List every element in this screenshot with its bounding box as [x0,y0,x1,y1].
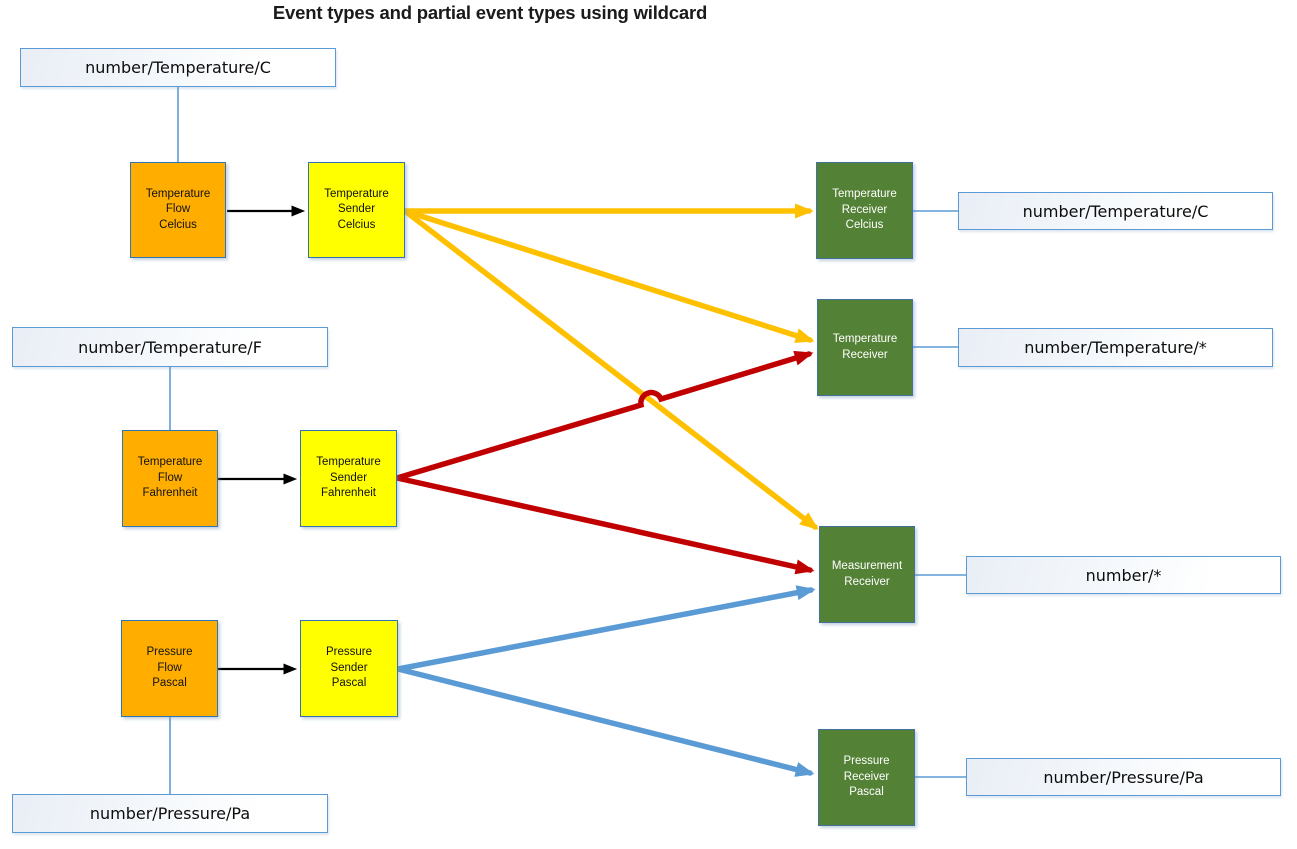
event-type-text: number/Temperature/C [1022,201,1209,221]
edge-sender-pascal-to-measurement-receiver [395,585,816,672]
node-label: Pressure Sender Pascal [325,646,373,690]
event-type-label-number-temperature-c-right: number/Temperature/C [958,192,1273,230]
edge-sender-celcius-to-temperature-receiver [402,208,815,343]
event-type-text: number/Temperature/C [85,58,271,77]
node-label: Temperature Receiver [832,332,898,361]
temperature-receiver-celcius-node: Temperature Receiver Celcius [816,162,913,259]
temperature-flow-fahrenheit-node: Temperature Flow Fahrenheit [122,430,218,527]
pressure-sender-pascal-node: Pressure Sender Pascal [300,620,398,717]
event-type-label-number-wildcard-right: number/* [966,556,1281,594]
edge-sender-fahrenheit-to-measurement-receiver [394,475,815,575]
event-type-label-number-pressure-pa-left: number/Pressure/Pa [12,794,328,833]
node-label: Pressure Receiver Pascal [843,755,890,799]
event-type-label-number-temperature-wildcard-right: number/Temperature/* [958,328,1273,367]
event-type-label-number-temperature-f-left: number/Temperature/F [12,327,328,367]
node-label: Temperature Flow Celcius [145,187,211,231]
edge-sender-fahrenheit-to-temperature-receiver [394,350,814,481]
edge-sender-celcius-to-measurement-receiver [402,208,819,530]
event-type-text: number/Pressure/Pa [1043,767,1204,787]
pressure-receiver-pascal-node: Pressure Receiver Pascal [818,729,915,826]
event-type-text: number/Temperature/* [1024,338,1207,357]
temperature-flow-celcius-node: Temperature Flow Celcius [130,162,226,258]
event-type-text: number/* [1085,565,1162,585]
node-label: Measurement Receiver [831,559,903,588]
node-label: Temperature Sender Fahrenheit [316,456,381,500]
temperature-receiver-node: Temperature Receiver [817,299,913,396]
temperature-sender-celcius-node: Temperature Sender Celcius [308,162,405,258]
event-type-label-number-pressure-pa-right: number/Pressure/Pa [966,758,1281,796]
measurement-receiver-node: Measurement Receiver [819,526,915,623]
node-label: Pressure Flow Pascal [146,646,193,690]
event-type-text: number/Pressure/Pa [89,804,251,823]
pressure-flow-pascal-node: Pressure Flow Pascal [121,620,218,717]
node-label: Temperature Receiver Celcius [832,188,897,232]
temperature-sender-fahrenheit-node: Temperature Sender Fahrenheit [300,430,397,527]
node-label: Temperature Flow Fahrenheit [137,456,203,500]
node-label: Temperature Sender Celcius [324,187,389,231]
event-type-label-number-temperature-c-left: number/Temperature/C [20,48,336,87]
edge-sender-pascal-to-pressure-receiver [395,666,815,777]
event-type-text: number/Temperature/F [78,337,262,357]
diagram-title: Event types and partial event types usin… [272,2,708,23]
